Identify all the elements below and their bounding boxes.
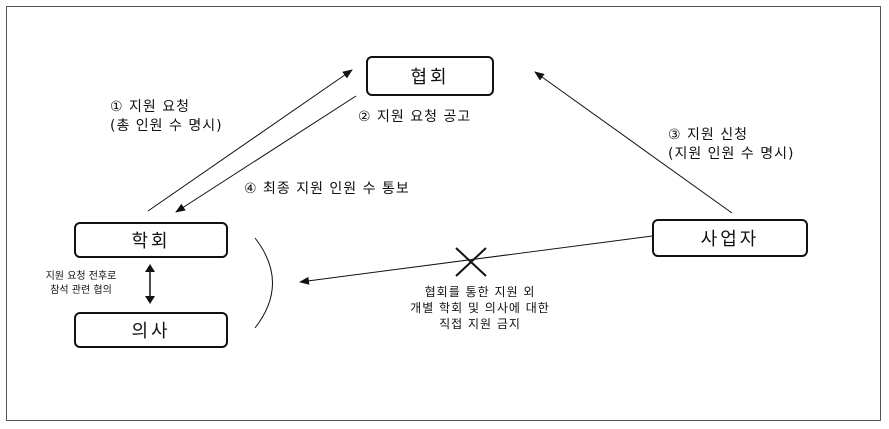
prohibit-note: 협회를 통한 지원 외 개별 학회 및 의사에 대한 직접 지원 금지 <box>360 284 600 332</box>
consult-double-arrow-icon <box>145 264 155 304</box>
consult-note-line1: 지원 요청 전후로 <box>45 271 117 282</box>
edge-label-notify: ④ 최종 지원 인원 수 통보 <box>244 180 410 199</box>
arrow-apply <box>534 71 733 214</box>
edge-label-request-line2: (총 인원 수 명시) <box>110 118 223 134</box>
edge-label-request: ① 지원 요청 (총 인원 수 명시) <box>110 98 223 136</box>
node-academic-society: 학회 <box>74 222 228 258</box>
diagram-frame <box>6 6 881 421</box>
edge-label-request-line1: ① 지원 요청 <box>110 99 190 115</box>
edge-label-apply-line2: (지원 인원 수 명시) <box>668 146 795 162</box>
edge-label-apply-line1: ③ 지원 신청 <box>668 127 748 143</box>
group-brace <box>254 237 273 329</box>
edge-label-notify-text: ④ 최종 지원 인원 수 통보 <box>244 181 410 197</box>
node-business-label: 사업자 <box>700 229 760 250</box>
prohibit-note-line1: 협회를 통한 지원 외 <box>424 285 536 299</box>
node-academic-society-label: 학회 <box>131 231 171 252</box>
prohibit-note-line3: 직접 지원 금지 <box>439 317 521 331</box>
edge-label-announce: ② 지원 요청 공고 <box>358 108 471 127</box>
prohibit-note-line2: 개별 학회 및 의사에 대한 <box>410 301 550 315</box>
node-doctor: 의사 <box>74 312 228 348</box>
consult-note-line2: 참석 관련 협의 <box>50 285 112 296</box>
arrow-notify <box>175 95 357 213</box>
node-association-label: 협회 <box>410 67 450 88</box>
edge-label-apply: ③ 지원 신청 (지원 인원 수 명시) <box>668 126 794 164</box>
edge-label-announce-text: ② 지원 요청 공고 <box>358 109 472 125</box>
node-business: 사업자 <box>652 219 808 257</box>
node-association: 협회 <box>366 56 494 96</box>
arrow-direct-support <box>299 235 653 285</box>
consult-note: 지원 요청 전후로 참석 관련 협의 <box>26 270 136 298</box>
node-doctor-label: 의사 <box>131 321 171 342</box>
arrow-request <box>147 69 353 212</box>
prohibited-x-icon <box>455 247 487 277</box>
